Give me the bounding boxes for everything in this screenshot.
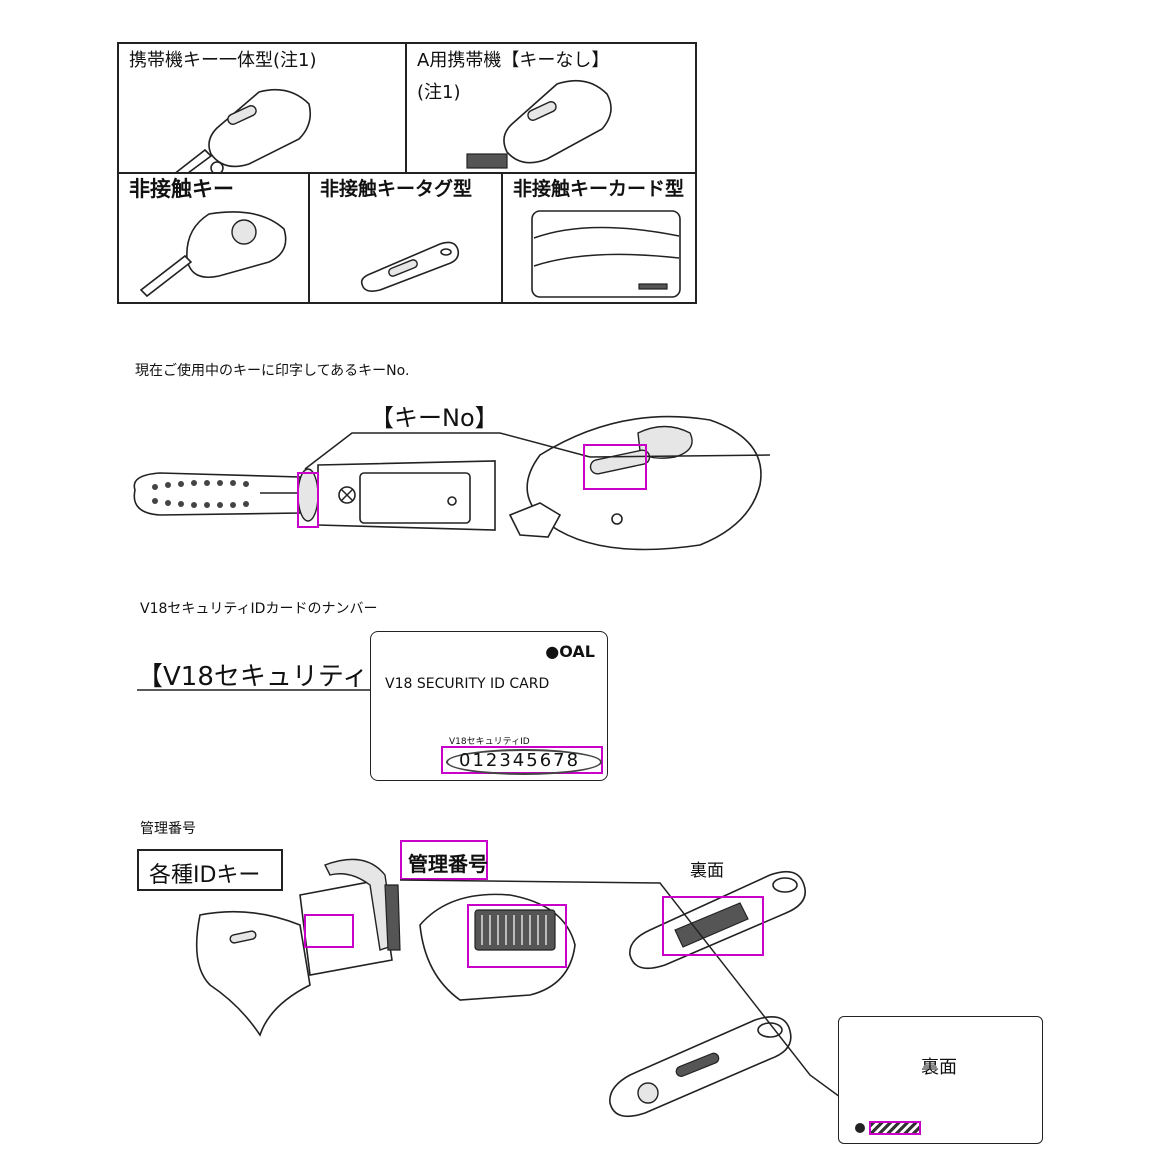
- cell-contactless-tag: 非接触キータグ型: [308, 172, 503, 304]
- card-number: 012345678: [459, 750, 580, 771]
- label-mobile-integrated: 携帯機キー一体型(注1): [129, 50, 317, 72]
- label-contactless-tag: 非接触キータグ型: [320, 178, 472, 200]
- label-contactless: 非接触キー: [129, 178, 234, 200]
- management-card: 裏面: [838, 1016, 1043, 1144]
- back-label-card: 裏面: [921, 1053, 957, 1079]
- contactless-key-illustration: [129, 204, 304, 304]
- label-a-mobile-line1: A用携帯機【キーなし】: [417, 50, 609, 72]
- card-dot: [855, 1123, 865, 1133]
- a-mobile-key-illustration: [437, 74, 687, 174]
- card-title: V18 SECURITY ID CARD: [385, 676, 549, 692]
- mobile-integrated-key-illustration: [139, 84, 399, 174]
- contactless-tag-illustration: [350, 234, 480, 294]
- cell-mobile-integrated: 携帯機キー一体型(注1): [117, 42, 409, 174]
- label-contactless-card: 非接触キーカード型: [513, 178, 684, 200]
- security-id-card: ●OAL V18 SECURITY ID CARD V18セキュリティID 01…: [370, 631, 608, 781]
- key-no-caption: 現在ご使用中のキーに印字してあるキーNo.: [135, 360, 409, 380]
- card-bar-highlight: [869, 1121, 921, 1135]
- contactless-card-illustration: [529, 208, 684, 300]
- cell-a-mobile: A用携帯機【キーなし】 (注1): [405, 42, 697, 174]
- cell-contactless-card: 非接触キーカード型: [501, 172, 697, 304]
- cell-contactless: 非接触キー: [117, 172, 310, 304]
- security-caption: V18セキュリティIDカードのナンバー: [140, 598, 377, 618]
- management-caption: 管理番号: [140, 818, 196, 838]
- card-brand: ●OAL: [545, 642, 595, 661]
- card-number-highlight: 012345678: [441, 746, 603, 774]
- key-no-illustration: [120, 395, 770, 560]
